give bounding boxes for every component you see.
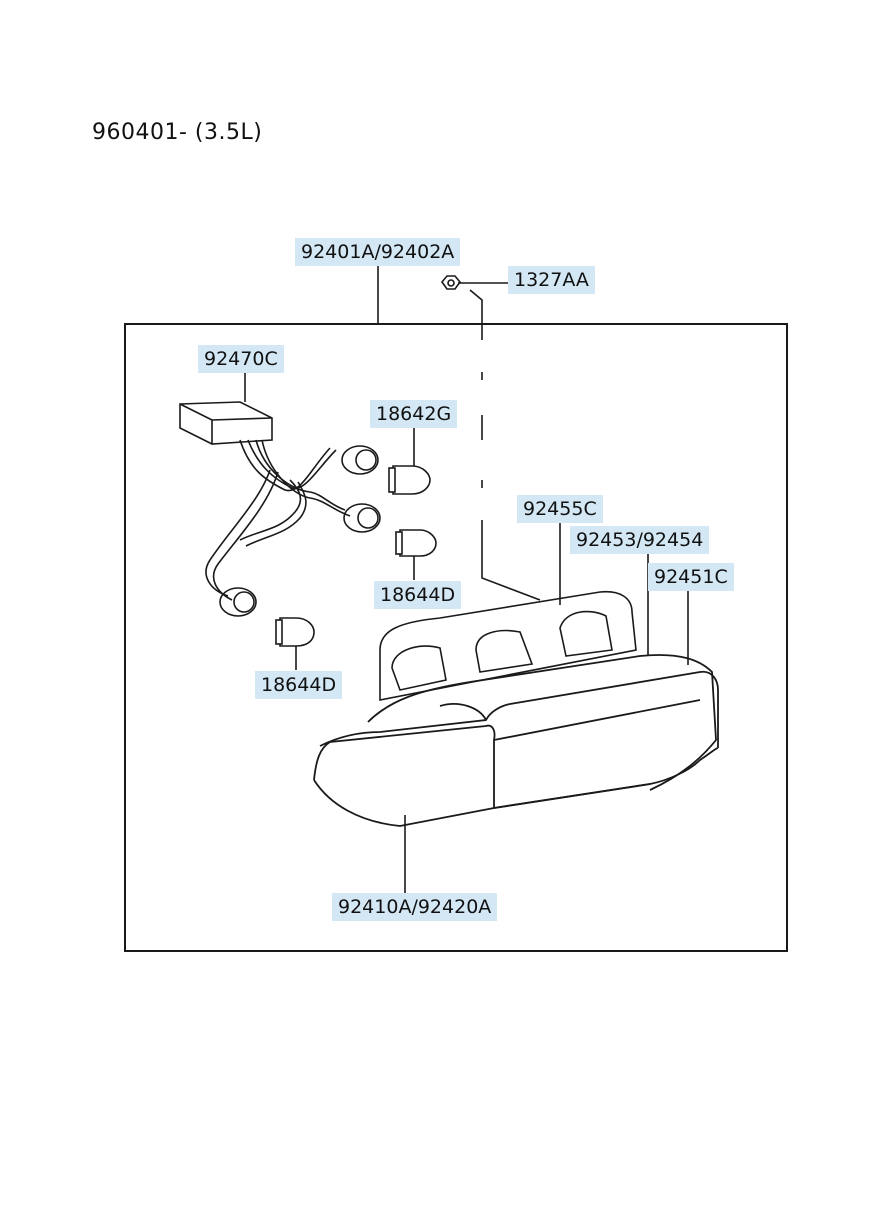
bulbs bbox=[275, 465, 437, 647]
callout-wiring[interactable]: 92470C bbox=[198, 345, 284, 373]
wiring-harness bbox=[179, 401, 381, 617]
assembly-frame bbox=[124, 323, 788, 952]
callout-housing[interactable]: 92453/92454 bbox=[570, 526, 710, 554]
callout-nut[interactable]: 1327AA bbox=[508, 266, 595, 294]
lamp-housing bbox=[313, 654, 719, 827]
callout-assembly[interactable]: 92401A/92402A bbox=[295, 238, 461, 266]
callout-gasket[interactable]: 92455C bbox=[517, 495, 603, 523]
callout-bracket[interactable]: 92451C bbox=[648, 563, 734, 591]
leader-lines bbox=[244, 266, 689, 893]
callout-bulb-middle[interactable]: 18644D bbox=[374, 581, 462, 609]
callout-bulb-lower[interactable]: 18644D bbox=[255, 671, 343, 699]
gasket-part bbox=[379, 590, 637, 701]
nut-part bbox=[440, 275, 462, 290]
callout-bulb-upper[interactable]: 18642G bbox=[370, 400, 458, 428]
callout-lens[interactable]: 92410A/92420A bbox=[332, 893, 498, 921]
header-code: 960401- (3.5L) bbox=[92, 120, 263, 145]
